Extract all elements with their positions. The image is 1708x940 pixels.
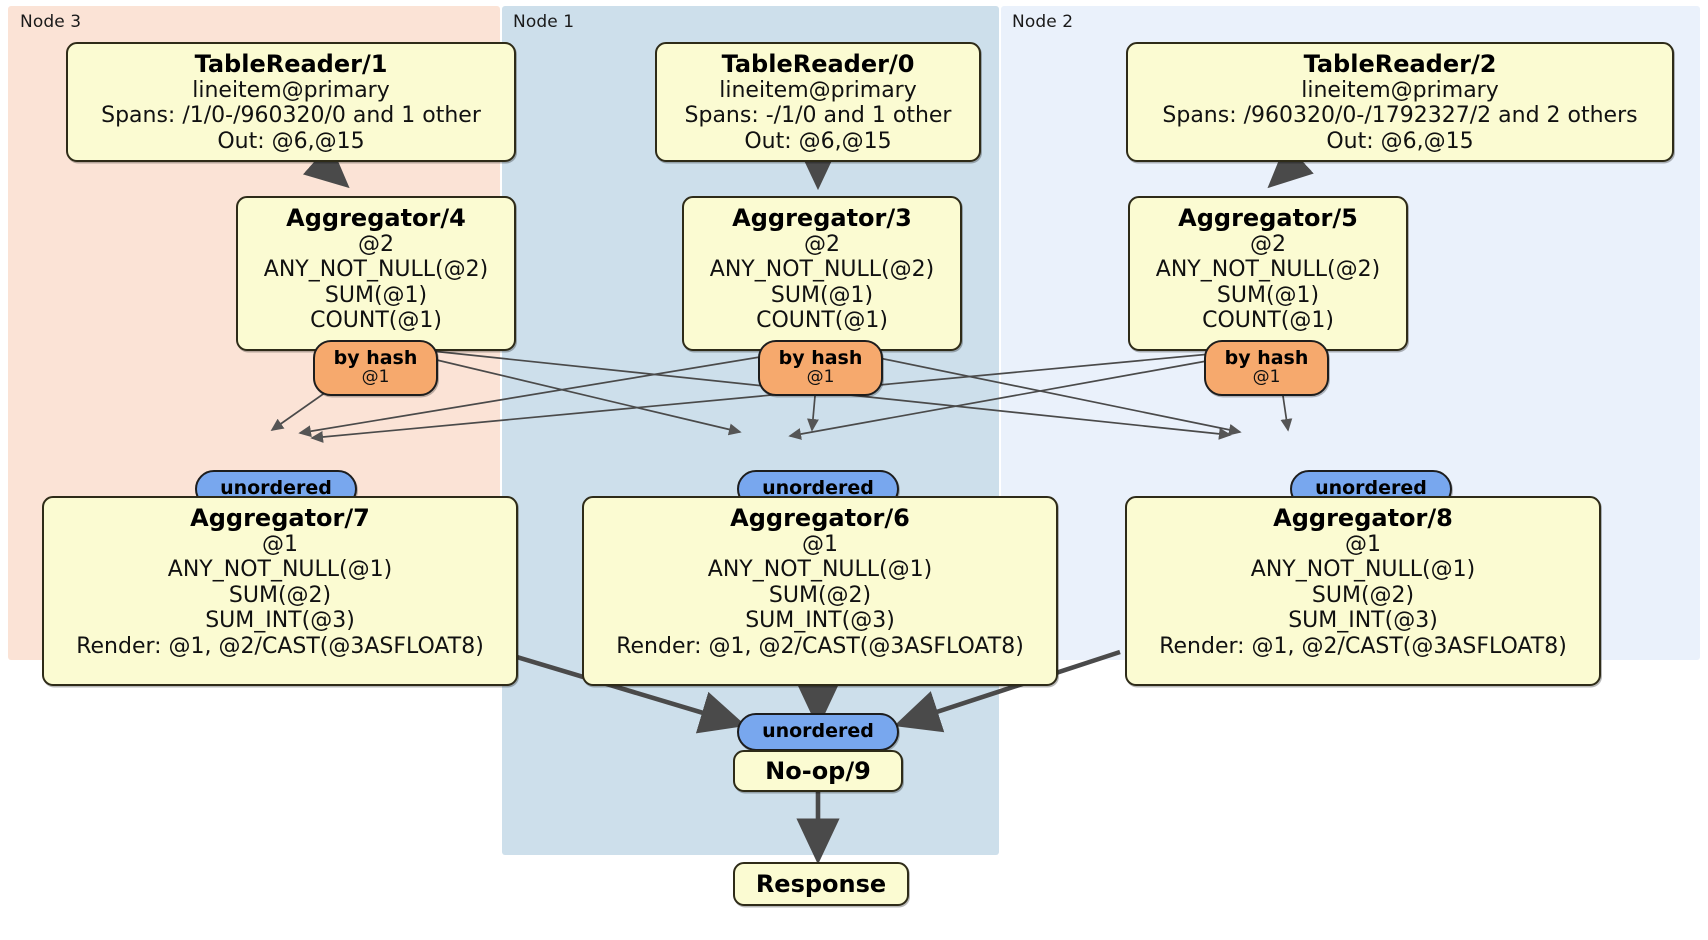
processor-title: Aggregator/6 <box>730 504 910 532</box>
processor-detail: SUM(@1) <box>770 282 874 308</box>
node-label-node2: Node 2 <box>1012 12 1074 32</box>
processor-detail: Render: @1, @2/CAST(@3ASFLOAT8) <box>616 633 1024 659</box>
processor-detail: COUNT(@1) <box>1202 308 1334 334</box>
processor-detail: ANY_NOT_NULL(@1) <box>707 557 933 583</box>
processor-title: Aggregator/8 <box>1273 504 1453 532</box>
processor-detail: Spans: -/1/0 and 1 other <box>684 103 952 129</box>
processor-detail: Out: @6,@15 <box>744 128 892 154</box>
processor-detail: @2 <box>804 231 840 257</box>
processor-aggregator-3[interactable]: Aggregator/3 @2 ANY_NOT_NULL(@2) SUM(@1)… <box>682 196 962 351</box>
processor-aggregator-7[interactable]: Aggregator/7 @1 ANY_NOT_NULL(@1) SUM(@2)… <box>42 496 518 686</box>
router-by-hash-right[interactable]: by hash @1 <box>1204 340 1329 396</box>
processor-detail: ANY_NOT_NULL(@1) <box>1250 557 1476 583</box>
processor-detail: Render: @1, @2/CAST(@3ASFLOAT8) <box>76 633 484 659</box>
router-label: unordered <box>762 477 874 500</box>
processor-detail: ANY_NOT_NULL(@1) <box>167 557 393 583</box>
router-label: by hash <box>778 347 863 370</box>
processor-title: TableReader/2 <box>1303 50 1497 78</box>
processor-detail: SUM_INT(@3) <box>745 608 895 634</box>
processor-title: TableReader/1 <box>194 50 388 78</box>
router-unordered-final[interactable]: unordered <box>737 713 899 751</box>
router-label: by hash <box>333 347 418 370</box>
processor-detail: SUM_INT(@3) <box>205 608 355 634</box>
processor-detail: ANY_NOT_NULL(@2) <box>1155 257 1381 283</box>
processor-detail: SUM_INT(@3) <box>1288 608 1438 634</box>
processor-detail: @2 <box>358 231 394 257</box>
processor-detail: Out: @6,@15 <box>217 128 365 154</box>
processor-detail: SUM(@2) <box>1311 582 1415 608</box>
processor-title: Aggregator/3 <box>732 204 912 232</box>
processor-detail: ANY_NOT_NULL(@2) <box>709 257 935 283</box>
processor-detail: lineitem@primary <box>719 77 917 103</box>
processor-detail: SUM(@2) <box>228 582 332 608</box>
processor-title: Aggregator/5 <box>1178 204 1358 232</box>
processor-detail: COUNT(@1) <box>310 308 442 334</box>
node-label-node3: Node 3 <box>20 12 82 32</box>
processor-detail: @2 <box>1250 231 1286 257</box>
router-label: unordered <box>1315 477 1427 500</box>
processor-aggregator-5[interactable]: Aggregator/5 @2 ANY_NOT_NULL(@2) SUM(@1)… <box>1128 196 1408 351</box>
processor-detail: SUM(@1) <box>324 282 428 308</box>
router-label: unordered <box>220 477 332 500</box>
router-label: by hash <box>1224 347 1309 370</box>
processor-title: No-op/9 <box>765 756 871 785</box>
processor-detail: SUM(@2) <box>768 582 872 608</box>
processor-title: Aggregator/4 <box>286 204 466 232</box>
processor-table-reader-1[interactable]: TableReader/1 lineitem@primary Spans: /1… <box>66 42 516 162</box>
processor-title: Response <box>755 869 887 898</box>
processor-response[interactable]: Response <box>733 862 909 906</box>
router-by-hash-center[interactable]: by hash @1 <box>758 340 883 396</box>
processor-detail: @1 <box>802 531 838 557</box>
processor-detail: Spans: /960320/0-/1792327/2 and 2 others <box>1162 103 1638 129</box>
processor-detail: Spans: /1/0-/960320/0 and 1 other <box>101 103 481 129</box>
processor-detail: COUNT(@1) <box>756 308 888 334</box>
processor-title: Aggregator/7 <box>190 504 370 532</box>
router-sublabel: @1 <box>1252 367 1281 388</box>
processor-detail: Out: @6,@15 <box>1326 128 1474 154</box>
processor-detail: lineitem@primary <box>1301 77 1499 103</box>
processor-detail: Render: @1, @2/CAST(@3ASFLOAT8) <box>1159 633 1567 659</box>
router-by-hash-left[interactable]: by hash @1 <box>313 340 438 396</box>
processor-table-reader-0[interactable]: TableReader/0 lineitem@primary Spans: -/… <box>655 42 981 162</box>
processor-aggregator-8[interactable]: Aggregator/8 @1 ANY_NOT_NULL(@1) SUM(@2)… <box>1125 496 1601 686</box>
router-sublabel: @1 <box>361 367 390 388</box>
processor-detail: lineitem@primary <box>192 77 390 103</box>
processor-detail: SUM(@1) <box>1216 282 1320 308</box>
router-label: unordered <box>762 720 874 743</box>
router-sublabel: @1 <box>806 367 835 388</box>
node-label-node1: Node 1 <box>513 12 575 32</box>
processor-detail: @1 <box>262 531 298 557</box>
processor-detail: ANY_NOT_NULL(@2) <box>263 257 489 283</box>
processor-title: TableReader/0 <box>721 50 915 78</box>
processor-detail: @1 <box>1345 531 1381 557</box>
processor-aggregator-4[interactable]: Aggregator/4 @2 ANY_NOT_NULL(@2) SUM(@1)… <box>236 196 516 351</box>
processor-aggregator-6[interactable]: Aggregator/6 @1 ANY_NOT_NULL(@1) SUM(@2)… <box>582 496 1058 686</box>
processor-noop-9[interactable]: No-op/9 <box>733 750 903 792</box>
processor-table-reader-2[interactable]: TableReader/2 lineitem@primary Spans: /9… <box>1126 42 1674 162</box>
